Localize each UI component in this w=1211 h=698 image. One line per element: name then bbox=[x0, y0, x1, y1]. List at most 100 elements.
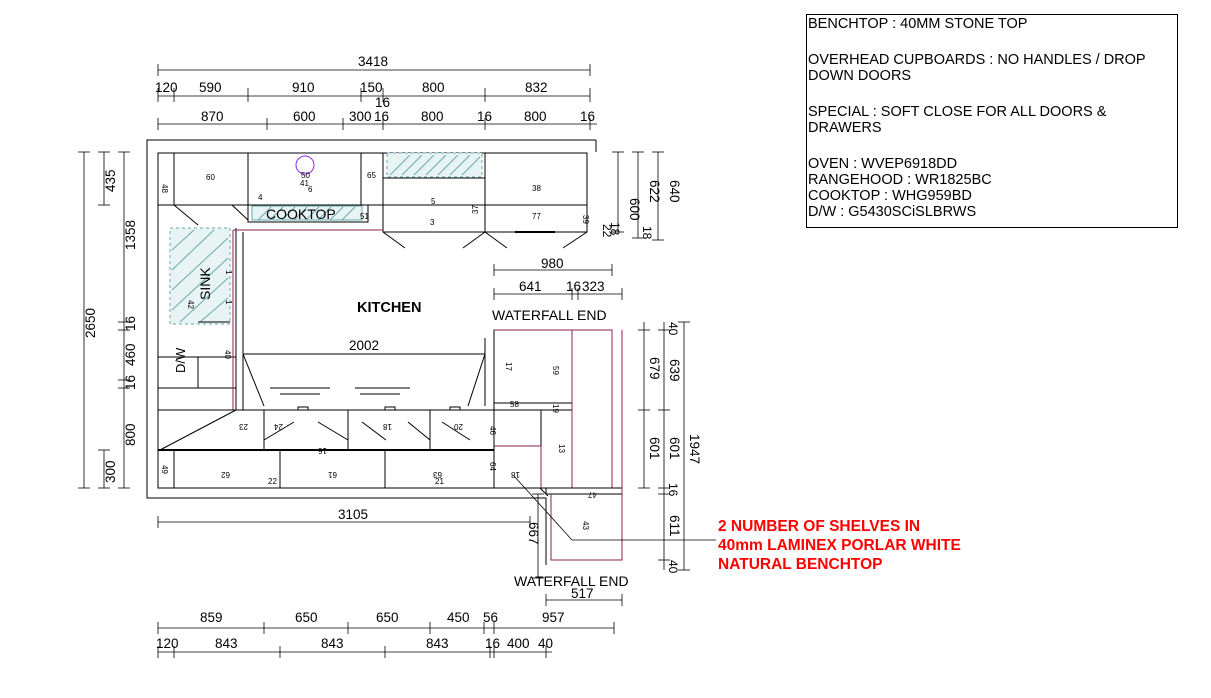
dim-left-inner: 16 bbox=[123, 375, 138, 390]
dim-island-right: 639 bbox=[667, 359, 682, 382]
tag-base: 24 bbox=[274, 422, 283, 431]
dim-pen-depth: 667 bbox=[526, 522, 541, 545]
tag-sink: 42 bbox=[186, 300, 195, 309]
dim-top-row2: 16 bbox=[580, 109, 595, 124]
dim-top-row1: 800 bbox=[422, 80, 445, 95]
dim-left-inner: 460 bbox=[123, 343, 138, 366]
dim-top-row1-sub: 16 bbox=[375, 95, 390, 110]
dim-left-inner: 16 bbox=[123, 316, 138, 331]
dim-top-row1: 832 bbox=[525, 80, 548, 95]
dim-bottom-row1: 859 bbox=[200, 610, 223, 625]
dim-island-right: 40 bbox=[666, 322, 680, 336]
dim-top-row1: 150 bbox=[360, 80, 383, 95]
tag-base: 23 bbox=[239, 422, 248, 431]
tag-base: 21 bbox=[435, 477, 444, 486]
tag-base: 62 bbox=[221, 470, 230, 479]
dim-right-upper: 600 bbox=[627, 198, 642, 221]
dw-label: D/W bbox=[173, 347, 188, 373]
tag-upper: 65 bbox=[367, 171, 376, 180]
dimension-text: 3418 120 590 910 150 800 832 16 870 600 … bbox=[83, 54, 702, 651]
tag-base: 16 bbox=[318, 446, 327, 455]
callout-line3: NATURAL BENCHTOP bbox=[718, 556, 883, 573]
tag-sink: 1 bbox=[224, 270, 233, 275]
tag-upper: 50 bbox=[301, 171, 310, 180]
tag-island: 59 bbox=[551, 366, 560, 375]
dim-bottom-row2: 400 bbox=[507, 636, 530, 651]
dim-left-inner: 1358 bbox=[123, 220, 138, 250]
hob-knob-icon bbox=[295, 155, 315, 175]
dim-island-sub: 16 bbox=[566, 279, 581, 294]
dim-inner-width: 2002 bbox=[349, 338, 379, 353]
tag-base: 22 bbox=[268, 477, 277, 486]
tag-base: 61 bbox=[328, 470, 337, 479]
dim-top-row1: 910 bbox=[292, 80, 315, 95]
dim-island-total: 1947 bbox=[687, 434, 702, 464]
note-oven: OVEN : WVEP6918DD bbox=[808, 156, 958, 172]
tag-upper: 39 bbox=[581, 215, 590, 224]
dim-top-row2: 600 bbox=[293, 109, 316, 124]
tag-base: 20 bbox=[454, 422, 463, 431]
dim-island-right: 679 bbox=[647, 357, 662, 380]
tag-sink: 40 bbox=[223, 350, 232, 359]
specification-notes: BENCHTOP : 40MM STONE TOP OVERHEAD CUPBO… bbox=[806, 14, 1178, 228]
tag-upper: 4 bbox=[258, 193, 263, 202]
dim-island-right: 40 bbox=[666, 560, 680, 574]
rangehood-hatch bbox=[386, 152, 483, 178]
area-labels: KITCHEN COOKTOP SINK D/W WATERFALL END W… bbox=[173, 206, 629, 589]
dim-bottom-row1: 650 bbox=[295, 610, 318, 625]
overhead-cabinets bbox=[157, 152, 588, 233]
cabinet-tags: 60 50 41 6 4 65 5 3 37 38 77 39 48 51 42… bbox=[160, 171, 597, 530]
note-special-line1: SPECIAL : SOFT CLOSE FOR ALL DOORS & bbox=[808, 104, 1107, 120]
dim-bottom-row2: 843 bbox=[215, 636, 238, 651]
dim-top-row2: 800 bbox=[524, 109, 547, 124]
tag-island: 43 bbox=[581, 521, 590, 530]
dim-top-row1: 590 bbox=[199, 80, 222, 95]
dim-top-row2: 870 bbox=[201, 109, 224, 124]
dim-top-row1: 120 bbox=[155, 80, 178, 95]
kitchen-label: KITCHEN bbox=[357, 300, 421, 316]
tag-upper: 5 bbox=[431, 197, 436, 206]
tag-upper: 41 bbox=[300, 179, 309, 188]
left-run bbox=[157, 205, 237, 488]
note-overhead-line2: DOWN DOORS bbox=[808, 68, 912, 84]
dim-island-right: 601 bbox=[647, 437, 662, 460]
tag-base: 64 bbox=[488, 462, 497, 471]
note-dw: D/W : G5430SCiSLBRWS bbox=[808, 204, 977, 220]
inner-counter bbox=[232, 229, 494, 411]
dim-right-upper: 622 bbox=[647, 180, 662, 203]
dim-bottom-row1: 957 bbox=[542, 610, 565, 625]
tag-base: 18 bbox=[383, 422, 392, 431]
tag-island: 47 bbox=[588, 490, 597, 499]
dim-right-upper-small: 18 bbox=[608, 222, 622, 236]
cooktop-label: COOKTOP bbox=[266, 206, 336, 222]
tag-island: 13 bbox=[557, 444, 566, 453]
dimension-lines bbox=[78, 64, 716, 658]
island bbox=[493, 329, 623, 561]
tag-upper: 77 bbox=[532, 212, 541, 221]
tag-base: 63 bbox=[433, 470, 442, 479]
dim-bottom-row1: 450 bbox=[447, 610, 470, 625]
tag-island: 17 bbox=[504, 362, 513, 371]
waterfall-end-top: WATERFALL END bbox=[492, 307, 607, 323]
dim-island-right: 611 bbox=[667, 515, 682, 537]
note-overhead-line1: OVERHEAD CUPBOARDS : NO HANDLES / DROP bbox=[808, 52, 1146, 68]
upper-base-run bbox=[158, 204, 588, 249]
waterfall-end-bottom: WATERFALL END bbox=[514, 573, 629, 589]
dim-island-top: 980 bbox=[541, 256, 564, 271]
dim-left-inner: 300 bbox=[103, 460, 118, 483]
note-benchtop: BENCHTOP : 40MM STONE TOP bbox=[808, 16, 1028, 32]
tag-upper: 37 bbox=[471, 205, 480, 214]
dim-bottom-row2: 40 bbox=[538, 636, 553, 651]
note-cooktop: COOKTOP : WHG959BD bbox=[808, 188, 972, 204]
dim-bottom-row1: 56 bbox=[483, 610, 498, 625]
dim-pen-width: 517 bbox=[571, 586, 594, 601]
dim-left-outer: 2650 bbox=[83, 308, 98, 338]
dim-bottom-row2: 843 bbox=[321, 636, 344, 651]
tag-upper: 38 bbox=[532, 184, 541, 193]
dim-island-right: 601 bbox=[667, 437, 682, 460]
tag-island: 19 bbox=[551, 404, 560, 413]
outer-walls bbox=[146, 139, 597, 565]
tag-upper: 60 bbox=[206, 173, 215, 182]
